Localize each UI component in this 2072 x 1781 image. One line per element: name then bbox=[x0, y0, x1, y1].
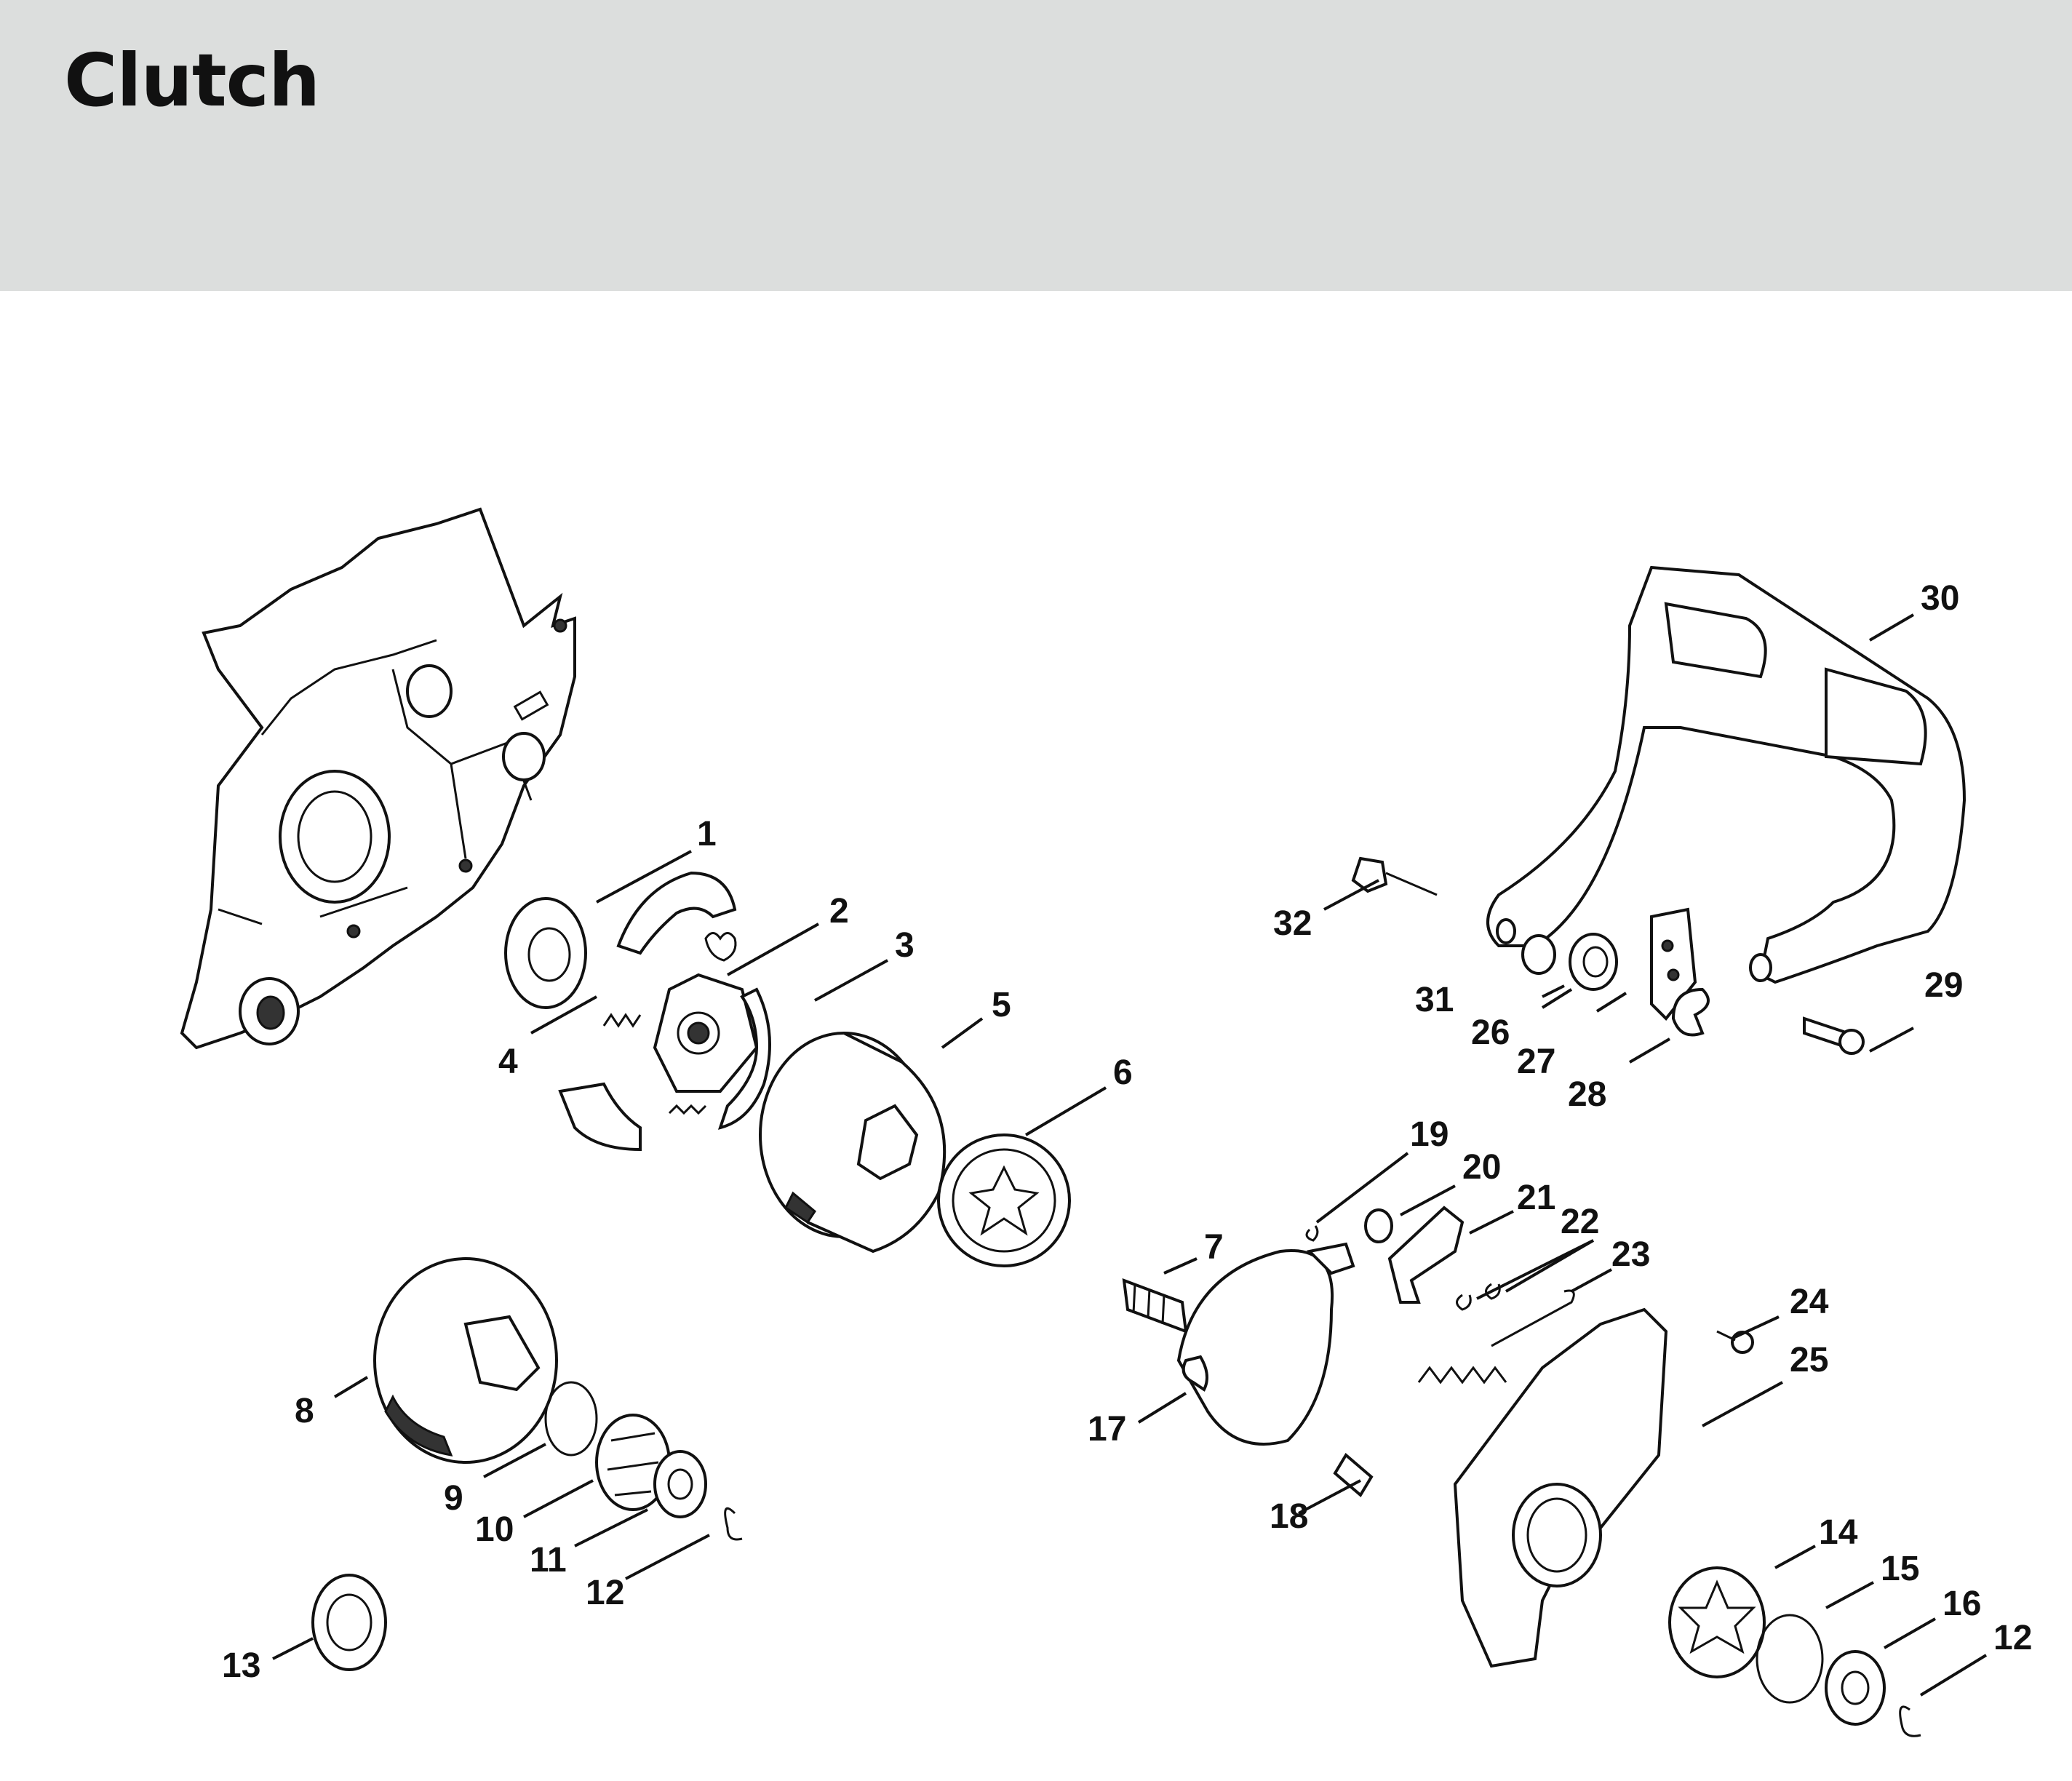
screw-29 bbox=[1803, 1016, 1865, 1055]
part-label-7: 7 bbox=[1204, 1228, 1224, 1267]
part-label-27: 27 bbox=[1517, 1043, 1555, 1081]
part-label-3: 3 bbox=[895, 926, 915, 965]
part-label-28: 28 bbox=[1568, 1075, 1606, 1114]
part-label-25: 25 bbox=[1790, 1341, 1828, 1379]
part-label-14: 14 bbox=[1819, 1513, 1858, 1552]
part-label-26: 26 bbox=[1471, 1013, 1510, 1052]
part-label-23: 23 bbox=[1611, 1235, 1650, 1274]
part-label-31: 31 bbox=[1415, 981, 1454, 1019]
page-title: Clutch bbox=[64, 38, 320, 123]
clutch-spring-bottom bbox=[668, 1104, 707, 1115]
screw-24 bbox=[1716, 1330, 1754, 1354]
lever-21 bbox=[1387, 1206, 1465, 1304]
part-label-19: 19 bbox=[1410, 1115, 1449, 1154]
needle-cage-7 bbox=[1122, 1278, 1188, 1334]
washer-11 bbox=[653, 1450, 707, 1518]
star-washer-14 bbox=[1668, 1566, 1766, 1678]
part-label-29: 29 bbox=[1924, 966, 1963, 1005]
part-labels: 1 2 3 4 5 6 7 8 9 10 11 12 13 14 15 16 1… bbox=[222, 579, 2032, 1685]
part-label-22: 22 bbox=[1561, 1203, 1599, 1241]
clutch-drum-bottom bbox=[373, 1257, 558, 1464]
leader-lines bbox=[272, 613, 1988, 1697]
part-label-24: 24 bbox=[1790, 1283, 1829, 1321]
part-label-16: 16 bbox=[1942, 1585, 1981, 1623]
clutch-washer-left bbox=[504, 897, 587, 1009]
e-clip-12-right bbox=[1899, 1705, 1921, 1737]
snap-ring-9 bbox=[544, 1381, 598, 1457]
tension-spring-23 bbox=[1417, 1366, 1507, 1384]
washer-16 bbox=[1825, 1650, 1886, 1726]
part-label-17: 17 bbox=[1088, 1410, 1126, 1449]
brake-band-17 bbox=[1176, 1242, 1355, 1446]
spring-hook-23 bbox=[1491, 1289, 1575, 1347]
part-label-30: 30 bbox=[1921, 579, 1959, 618]
e-clips-22 bbox=[1456, 1283, 1501, 1311]
needle-bearing-13 bbox=[311, 1574, 387, 1671]
clip-19 bbox=[1305, 1225, 1319, 1242]
snap-ring-15 bbox=[1756, 1614, 1824, 1704]
bushing-26 bbox=[1569, 933, 1618, 991]
part-label-11: 11 bbox=[530, 1541, 567, 1579]
cam-28 bbox=[1671, 987, 1710, 1037]
part-label-15: 15 bbox=[1881, 1550, 1919, 1588]
washer-31 bbox=[1521, 934, 1556, 975]
clutch-shoe-top bbox=[616, 871, 737, 955]
washer-20 bbox=[1364, 1208, 1393, 1243]
crankcase-housing bbox=[180, 507, 576, 1050]
part-label-12-right: 12 bbox=[1993, 1619, 2032, 1657]
part-label-8: 8 bbox=[295, 1392, 314, 1430]
part-label-2: 2 bbox=[829, 892, 849, 931]
part-label-12: 12 bbox=[586, 1574, 624, 1612]
part-label-32: 32 bbox=[1273, 904, 1312, 943]
pin-32 bbox=[1351, 856, 1438, 896]
pin-18 bbox=[1333, 1452, 1374, 1498]
part-label-9: 9 bbox=[444, 1479, 463, 1518]
lever-27 bbox=[1650, 907, 1697, 1021]
part-label-6: 6 bbox=[1113, 1053, 1133, 1092]
part-label-10: 10 bbox=[475, 1510, 514, 1549]
clutch-hub bbox=[653, 973, 759, 1093]
part-label-18: 18 bbox=[1270, 1497, 1308, 1536]
part-label-1: 1 bbox=[697, 815, 717, 853]
e-clip-12-left bbox=[724, 1507, 743, 1541]
sprocket-cover-25 bbox=[1453, 1307, 1668, 1668]
part-label-21: 21 bbox=[1517, 1179, 1555, 1217]
part-label-20: 20 bbox=[1462, 1148, 1501, 1187]
clutch-shoe-right bbox=[717, 987, 771, 1130]
hand-guard-30 bbox=[1486, 565, 1967, 984]
part-label-4: 4 bbox=[498, 1043, 518, 1081]
clutch-drum-top bbox=[759, 1032, 947, 1254]
clutch-spring-left bbox=[602, 1013, 642, 1028]
part-label-13: 13 bbox=[222, 1646, 260, 1685]
clutch-shoe-bottom bbox=[558, 1082, 642, 1152]
clutch-spring-small-top bbox=[704, 932, 737, 962]
part-label-5: 5 bbox=[992, 986, 1011, 1024]
rim-sprocket bbox=[937, 1133, 1071, 1267]
header-bar: Clutch bbox=[0, 0, 2072, 291]
